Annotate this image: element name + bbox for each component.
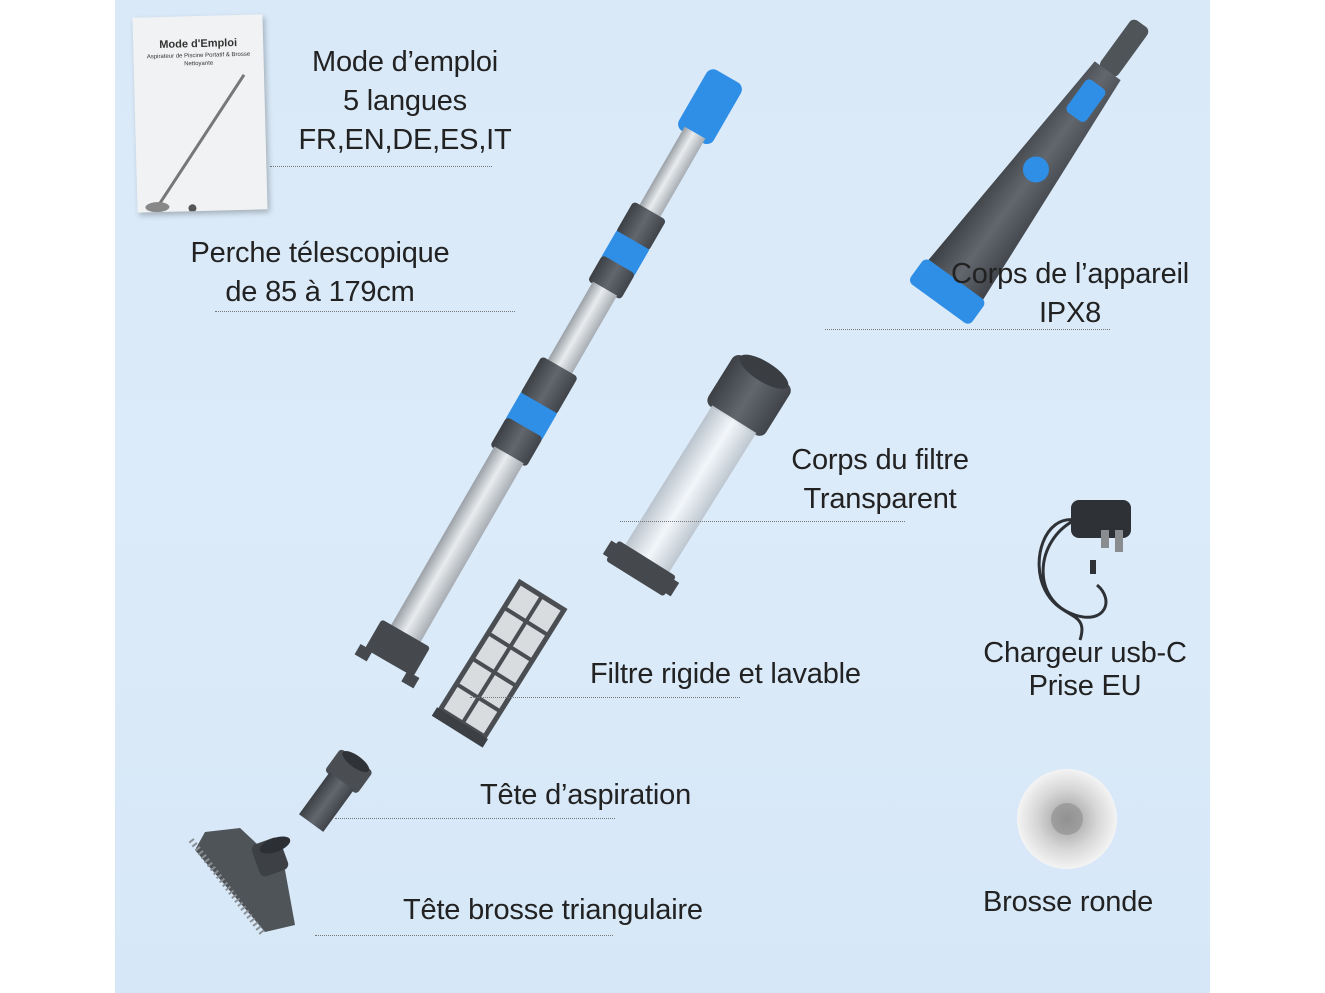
label-brosse-ronde: Brosse ronde bbox=[983, 886, 1154, 918]
label-tete-aspiration: Tête d’aspiration bbox=[480, 779, 691, 811]
product-panel: Mode d'Emploi Aspirateur de Piscine Port… bbox=[115, 0, 1210, 993]
triangle-brush-icon bbox=[188, 828, 295, 936]
round-brush-icon bbox=[1017, 769, 1117, 869]
charger-icon bbox=[1037, 500, 1131, 641]
label-perche: Perche télescopique de 85 à 179cm bbox=[190, 237, 450, 308]
label-tete-brosse: Tête brosse triangulaire bbox=[403, 894, 703, 926]
label-corps-appareil: Corps de l’appareil IPX8 bbox=[951, 258, 1189, 329]
product-illustration bbox=[188, 19, 1149, 936]
label-chargeur: Chargeur usb-C Prise EU bbox=[983, 637, 1187, 702]
manual-drawing bbox=[145, 74, 246, 213]
vacuum-body-icon bbox=[910, 19, 1149, 324]
filter-body-icon bbox=[602, 354, 791, 597]
telescopic-pole-icon bbox=[354, 69, 742, 689]
suction-head-icon bbox=[299, 749, 372, 832]
user-manual-icon: Mode d'Emploi Aspirateur de Piscine Port… bbox=[132, 14, 268, 213]
label-corps-filtre: Corps du filtre Transparent bbox=[791, 444, 969, 515]
label-mode-emploi: Mode d’emploi 5 langues FR,EN,DE,ES,IT bbox=[298, 46, 512, 156]
filter-cartridge-icon bbox=[431, 578, 568, 748]
manual-title: Mode d'Emploi bbox=[159, 37, 238, 52]
label-filtre: Filtre rigide et lavable bbox=[590, 658, 861, 690]
